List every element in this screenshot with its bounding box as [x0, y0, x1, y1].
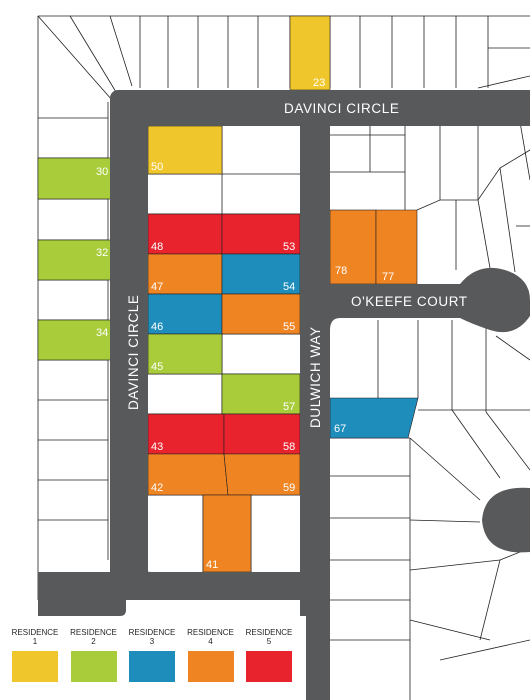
- lot-label-43: 43: [151, 441, 163, 453]
- legend-swatch: [129, 651, 175, 682]
- legend-label: RESIDENCE 1: [11, 628, 59, 646]
- lot-label-46: 46: [151, 321, 163, 333]
- street-davinci-vertical: DAVINCI CIRCLE: [126, 295, 141, 410]
- lot-label-32: 32: [96, 247, 108, 259]
- lot-30[interactable]: [37, 157, 117, 200]
- lot-label-54: 54: [283, 281, 295, 293]
- road-bottom-stub: [306, 600, 330, 700]
- lot-78[interactable]: [329, 209, 377, 285]
- lot-55[interactable]: [221, 293, 301, 335]
- legend-swatch: [12, 651, 58, 682]
- street-names: DAVINCI CIRCLE DAVINCI CIRCLE DULWICH WA…: [126, 101, 468, 428]
- legend-swatch: [70, 651, 117, 682]
- lot-label-53: 53: [283, 241, 295, 253]
- legend-label: RESIDENCE 4: [187, 628, 234, 646]
- lot-label-77: 77: [382, 271, 394, 283]
- legend-swatch: [187, 651, 234, 682]
- lot-label-67: 67: [334, 423, 346, 435]
- legend-item-residence-3: RESIDENCE 3: [125, 628, 179, 682]
- lot-label-41: 41: [206, 559, 218, 571]
- street-dulwich: DULWICH WAY: [308, 326, 323, 428]
- lot-label-42: 42: [151, 482, 163, 494]
- lot-32[interactable]: [37, 239, 117, 281]
- lot-label-47: 47: [151, 281, 163, 293]
- lot-labels: 23 30 32 34 50 48 53 47 54 46 55 45 57 4…: [96, 77, 394, 571]
- lot-41[interactable]: [202, 494, 252, 573]
- legend-swatch: [246, 651, 292, 682]
- legend-label: RESIDENCE 5: [245, 628, 293, 646]
- road-okeefe: [330, 267, 530, 333]
- lot-label-58: 58: [283, 441, 295, 453]
- legend-label: RESIDENCE 3: [128, 628, 176, 646]
- lot-label-34: 34: [96, 327, 108, 339]
- lot-label-59: 59: [283, 482, 295, 494]
- lot-label-50: 50: [151, 161, 163, 173]
- legend-item-residence-4: RESIDENCE 4: [184, 628, 238, 682]
- lot-23[interactable]: [289, 15, 331, 91]
- roads: [38, 90, 530, 700]
- lot-54[interactable]: [221, 253, 301, 295]
- lot-57[interactable]: [221, 373, 301, 415]
- road-davinci-west: [110, 90, 148, 600]
- road-bottom: [38, 572, 330, 600]
- legend-label: RESIDENCE 2: [70, 628, 117, 646]
- lot-label-45: 45: [151, 361, 163, 373]
- street-davinci-top: DAVINCI CIRCLE: [284, 101, 399, 116]
- legend-item-residence-1: RESIDENCE 1: [8, 628, 62, 682]
- lot-50[interactable]: [147, 125, 223, 175]
- road-east-culdesac: [482, 487, 530, 553]
- lot-53[interactable]: [221, 213, 301, 255]
- lot-label-57: 57: [283, 401, 295, 413]
- street-okeefe: O'KEEFE COURT: [351, 294, 468, 309]
- legend: RESIDENCE 1 RESIDENCE 2 RESIDENCE 3 RESIDEN…: [8, 628, 308, 690]
- lot-46[interactable]: [147, 293, 223, 335]
- lot-label-48: 48: [151, 241, 163, 253]
- lot-label-55: 55: [283, 321, 295, 333]
- lot-45[interactable]: [147, 333, 223, 375]
- lot-label-30: 30: [96, 166, 108, 178]
- legend-item-residence-5: RESIDENCE 5: [242, 628, 296, 682]
- lot-label-23: 23: [313, 77, 325, 89]
- lot-label-78: 78: [335, 265, 347, 277]
- residence-lots: [37, 15, 419, 573]
- legend-item-residence-2: RESIDENCE 2: [67, 628, 121, 682]
- lot-34[interactable]: [37, 319, 117, 361]
